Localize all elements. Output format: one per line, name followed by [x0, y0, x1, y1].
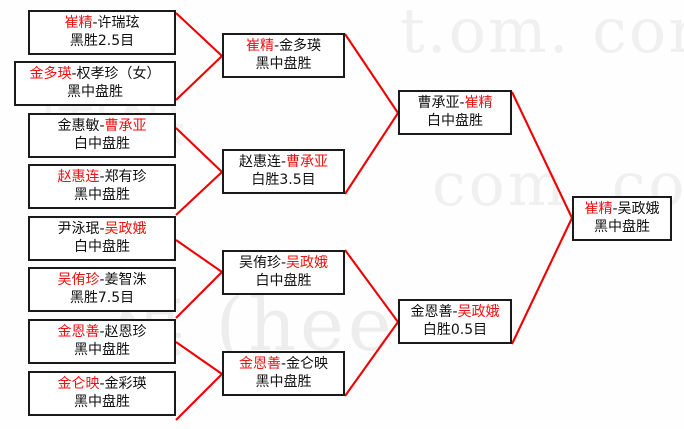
winner-name: 吴侑珍 [57, 272, 100, 289]
separator: - [273, 38, 280, 55]
winner-name: 金恩善 [238, 356, 281, 373]
winner-name: 崔精 [64, 15, 93, 32]
loser-name: 金恩善 [410, 304, 453, 321]
separator: - [92, 15, 98, 32]
separator: - [459, 95, 465, 112]
loser-name: 曹承亚 [417, 95, 460, 112]
match-result: 黑中盘胜 [74, 186, 130, 203]
match-box[interactable]: 赵惠连-曹承亚 白胜3.5目 [222, 149, 345, 194]
match-players: 赵惠连-郑有珍 [57, 170, 146, 185]
loser-name: 姜智洙 [104, 272, 147, 289]
match-result: 黑中盘胜 [594, 218, 650, 235]
separator: - [280, 356, 287, 373]
match-result: 白胜3.5目 [251, 171, 316, 188]
match-result: 黑中盘胜 [67, 83, 123, 100]
match-players: 吴侑珍-吴政娥 [239, 256, 328, 271]
winner-name: 金多瑛 [29, 66, 72, 83]
match-result: 白中盘胜 [255, 272, 312, 289]
separator: - [452, 304, 458, 321]
winner-name: 金恩善 [57, 324, 100, 341]
match-box[interactable]: 金恩善-吴政娥 白胜0.5目 [398, 299, 512, 344]
match-box[interactable]: 曹承亚-崔精 白中盘胜 [398, 90, 512, 135]
separator: - [99, 324, 105, 341]
match-box[interactable]: 金恩善-金仑映 黑中盘胜 [222, 351, 345, 396]
loser-name: 赵惠连 [238, 154, 281, 171]
match-players: 赵惠连-曹承亚 [239, 155, 328, 170]
match-box[interactable]: 尹泳珉-吴政娥 白中盘胜 [28, 216, 176, 261]
separator: - [280, 154, 287, 171]
separator: - [612, 201, 618, 218]
match-players: 崔精-吴政娥 [584, 202, 659, 217]
match-players: 金恩善-金仑映 [239, 357, 328, 372]
winner-name: 吴政娥 [104, 221, 147, 238]
match-result: 白中盘胜 [427, 112, 483, 129]
match-box[interactable]: 赵惠连-郑有珍 黑中盘胜 [28, 164, 176, 209]
match-players: 金恩善-吴政娥 [410, 305, 499, 320]
match-result: 黑中盘胜 [255, 373, 312, 390]
watermark-text: t.om. com) [400, 0, 684, 67]
match-players: 崔精-金多瑛 [246, 39, 321, 54]
loser-name: 权孝珍（女） [76, 66, 161, 83]
separator: - [99, 272, 105, 289]
match-result: 黑胜7.5目 [69, 289, 135, 306]
match-box[interactable]: 金惠敏-曹承亚 白中盘胜 [28, 113, 176, 158]
winner-name: 金仑映 [57, 376, 100, 393]
match-result: 黑中盘胜 [74, 393, 130, 410]
winner-name: 曹承亚 [286, 154, 329, 171]
match-result: 黑中盘胜 [255, 55, 312, 72]
loser-name: 许瑞玹 [97, 15, 140, 32]
match-players: 尹泳珉-吴政娥 [57, 222, 146, 237]
separator: - [99, 221, 105, 238]
loser-name: 郑有珍 [104, 169, 147, 186]
match-result: 白胜0.5目 [422, 321, 488, 338]
match-box[interactable]: 金多瑛-权孝珍（女） 黑中盘胜 [14, 61, 176, 106]
separator: - [99, 118, 105, 135]
winner-name: 赵惠连 [57, 169, 100, 186]
separator: - [99, 376, 105, 393]
match-players: 吴侑珍-姜智洙 [57, 273, 146, 288]
winner-name: 曹承亚 [104, 118, 147, 135]
separator: - [71, 66, 77, 83]
match-result: 白中盘胜 [74, 135, 130, 152]
separator: - [280, 255, 287, 272]
loser-name: 金惠敏 [57, 118, 100, 135]
match-box[interactable]: 金恩善-赵恩珍 黑中盘胜 [28, 319, 176, 364]
loser-name: 赵恩珍 [104, 324, 147, 341]
match-players: 曹承亚-崔精 [417, 96, 492, 111]
match-box[interactable]: 吴侑珍-吴政娥 白中盘胜 [222, 250, 345, 295]
match-box[interactable]: 吴侑珍-姜智洙 黑胜7.5目 [28, 267, 176, 312]
winner-name: 吴政娥 [457, 304, 500, 321]
loser-name: 金多瑛 [279, 38, 322, 55]
winner-name: 崔精 [464, 95, 493, 112]
match-players: 金仑映-金彩瑛 [57, 377, 146, 392]
separator: - [99, 169, 105, 186]
match-players: 金恩善-赵恩珍 [57, 325, 146, 340]
loser-name: 吴政娥 [617, 201, 660, 218]
match-players: 金惠敏-曹承亚 [57, 119, 146, 134]
match-players: 崔精-许瑞玹 [64, 16, 139, 31]
winner-name: 崔精 [245, 38, 274, 55]
match-box[interactable]: 崔精-金多瑛 黑中盘胜 [222, 33, 345, 78]
match-result: 白中盘胜 [74, 238, 130, 255]
winner-name: 吴政娥 [286, 255, 329, 272]
loser-name: 金彩瑛 [104, 376, 147, 393]
match-box-final[interactable]: 崔精-吴政娥 黑中盘胜 [572, 196, 672, 241]
match-box[interactable]: 金仑映-金彩瑛 黑中盘胜 [28, 371, 176, 416]
match-result: 黑胜2.5目 [69, 32, 135, 49]
match-result: 黑中盘胜 [74, 341, 130, 358]
winner-name: 崔精 [584, 201, 613, 218]
loser-name: 金仑映 [286, 356, 329, 373]
match-box[interactable]: 崔精-许瑞玹 黑胜2.5目 [28, 10, 176, 55]
match-players: 金多瑛-权孝珍（女） [29, 67, 160, 82]
loser-name: 尹泳珉 [57, 221, 100, 238]
loser-name: 吴侑珍 [238, 255, 281, 272]
